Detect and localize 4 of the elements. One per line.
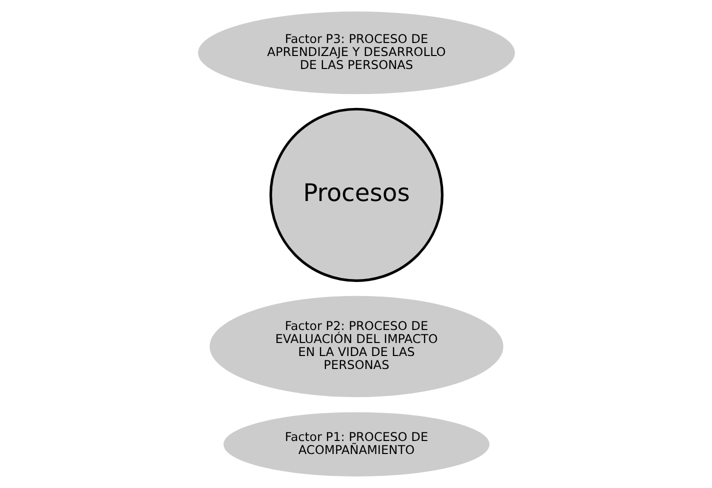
node-ellipse: Factor P2: PROCESO DE EVALUACIÓN DEL IMPACTO EN LA VIDA DE LAS PERSONAS [209,296,503,398]
node-circle: Procesos [268,108,444,282]
node-ellipse: Factor P3: PROCESO DE APRENDIZAJE Y DESARROLLO DE LAS PERSONAS [198,11,514,94]
node-ellipse: Factor P1: PROCESO DE ACOMPAÑAMIENTO [223,412,489,476]
